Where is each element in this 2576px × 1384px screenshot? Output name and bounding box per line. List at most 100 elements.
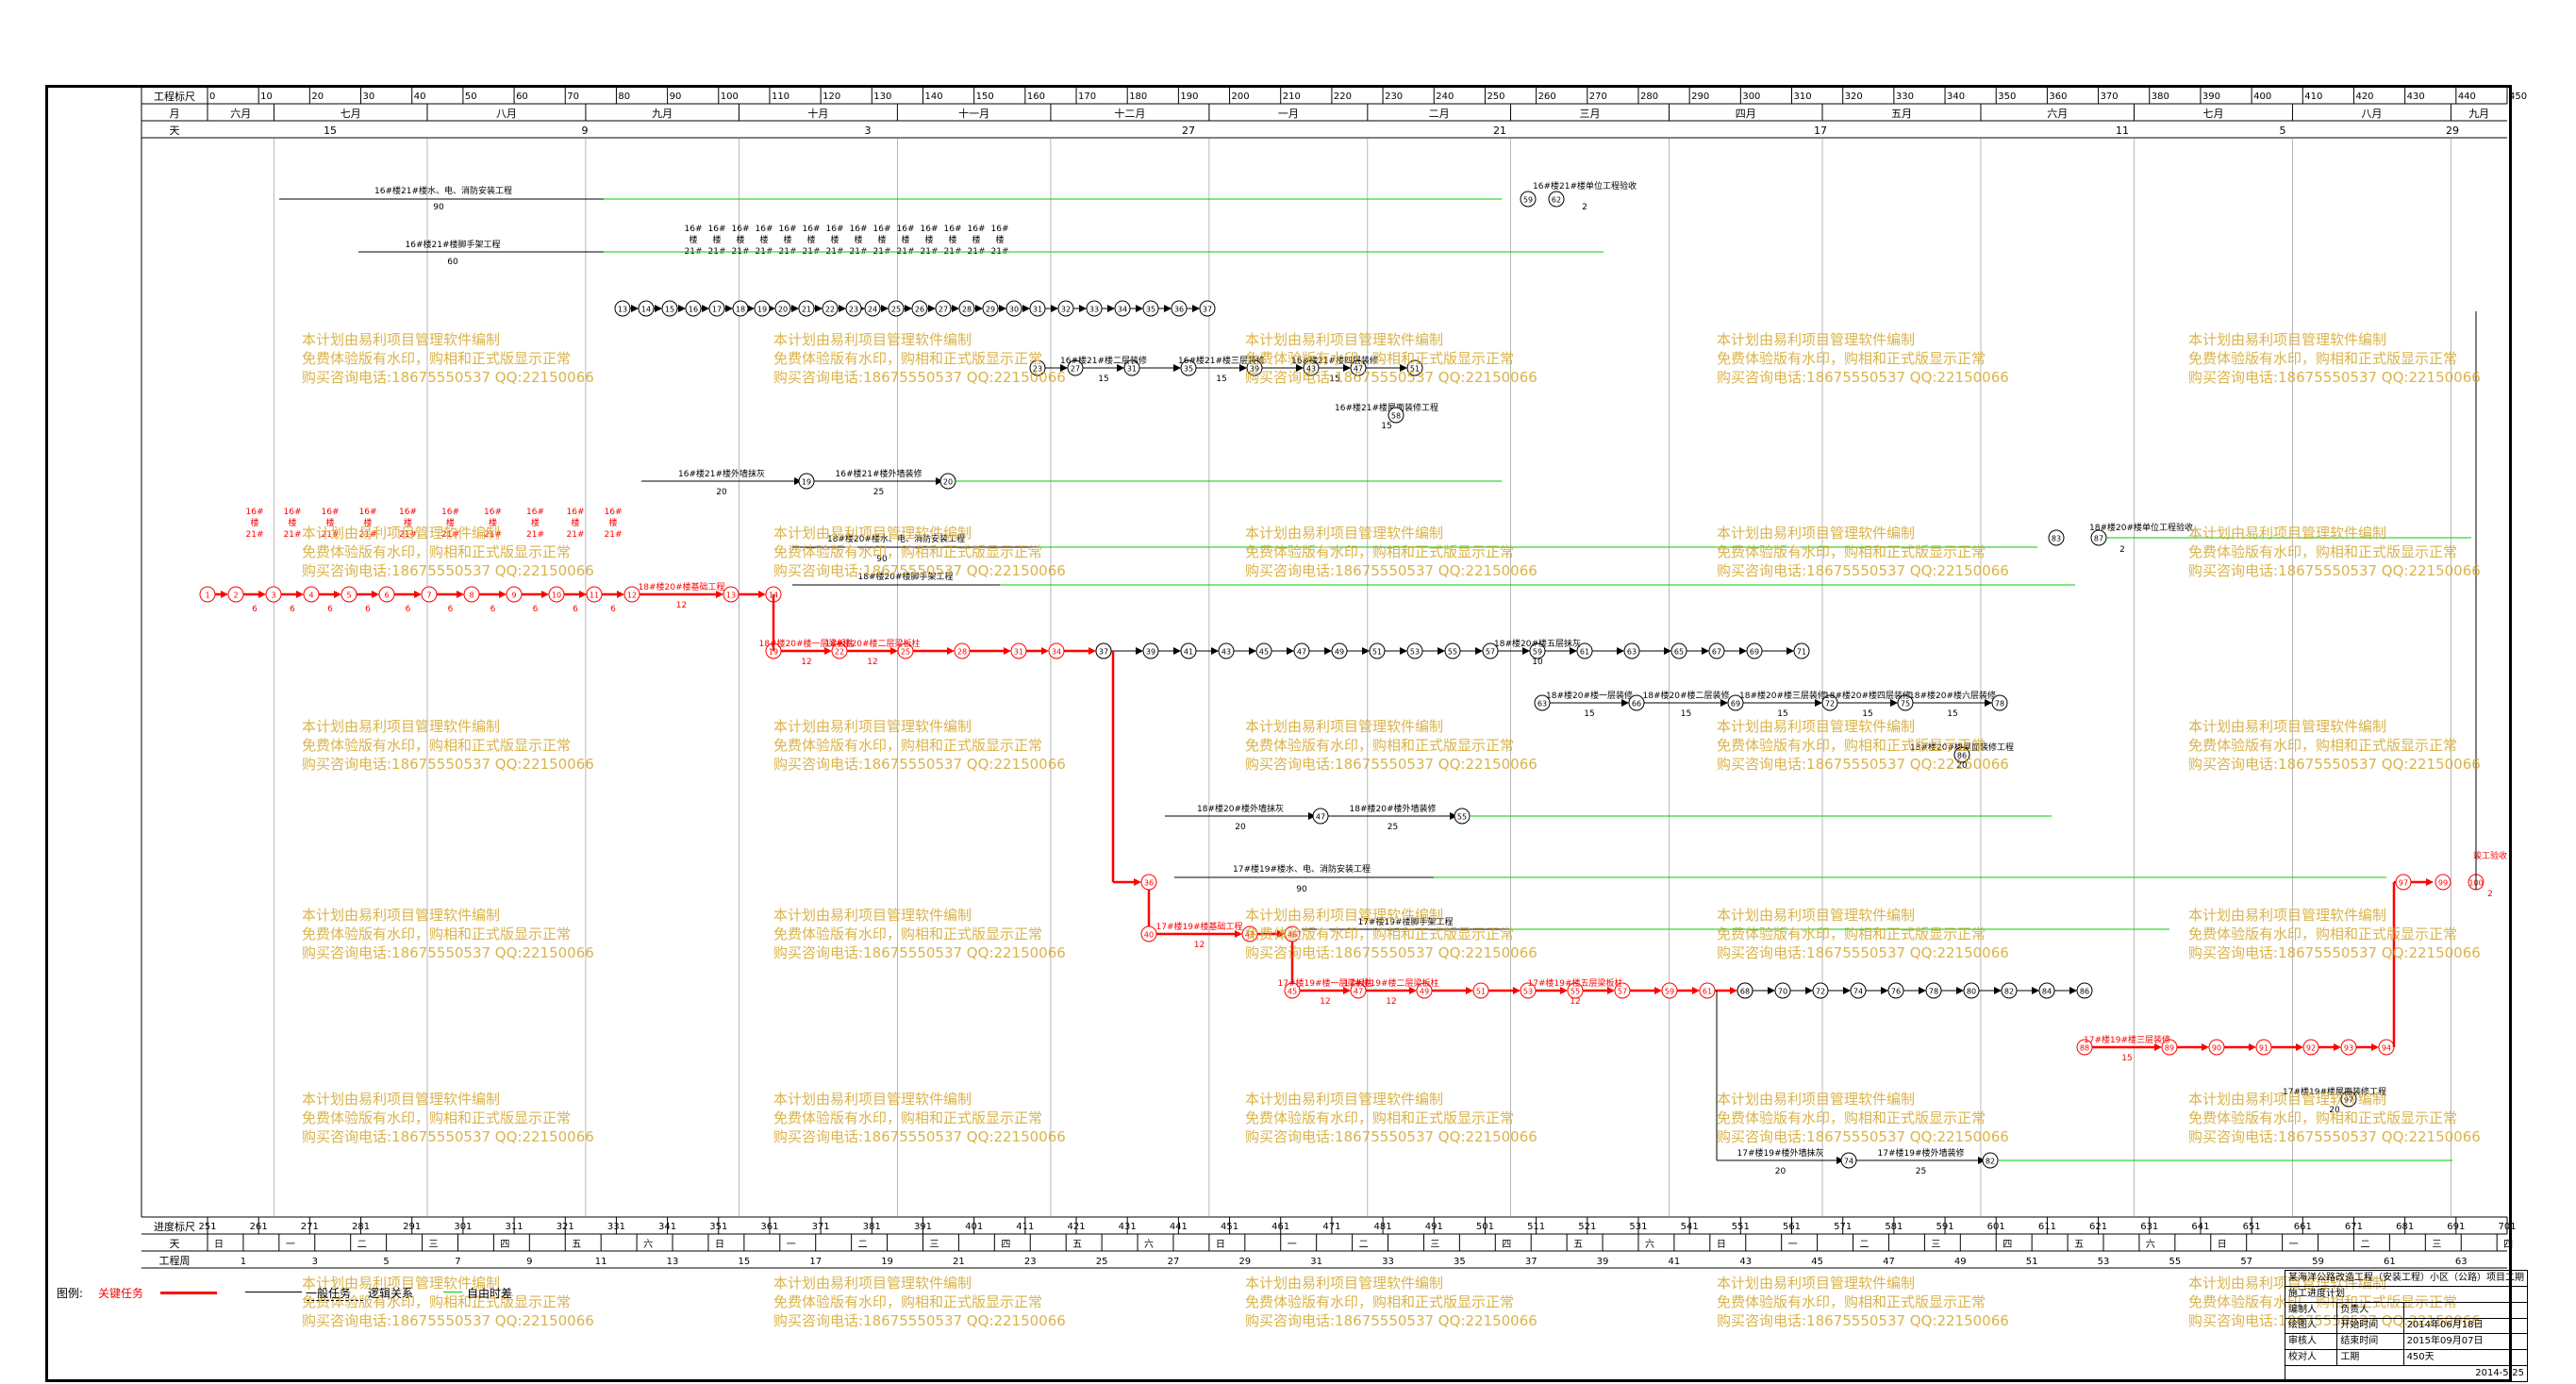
event-node [614, 300, 631, 317]
progress-tick-label: 391 [914, 1222, 932, 1232]
month-label: 七月 [2202, 108, 2223, 120]
event-node [1180, 642, 1197, 659]
watermark-line3: 购买咨询电话:18675550537 QQ:22150066 [302, 562, 594, 579]
watermark-line1: 本计划由易利项目管理软件编制 [1717, 718, 1916, 735]
scale-tick-label: 120 [823, 92, 840, 102]
event-node [732, 300, 749, 317]
week-number-label: 43 [1739, 1257, 1752, 1267]
scale-tick-label: 190 [1180, 92, 1198, 102]
week-number-label: 63 [2455, 1257, 2468, 1267]
watermark-line2: 免费体验版有水印，购相和正式版显示正常 [1717, 925, 1986, 942]
watermark-line3: 购买咨询电话:18675550537 QQ:22150066 [1245, 1312, 1537, 1329]
week-number-label: 45 [1811, 1257, 1823, 1267]
task-arrow-head [1815, 699, 1822, 707]
critical-arrow-head [1277, 930, 1285, 938]
watermark-line3: 购买咨询电话:18675550537 QQ:22150066 [302, 1312, 594, 1329]
task-arrow-head [1239, 364, 1247, 372]
stacked-label: 16# [484, 508, 502, 517]
event-node [2076, 1039, 2093, 1056]
tb-left-3: 校对人 [2284, 1349, 2338, 1367]
progress-tick-label: 411 [1016, 1222, 1034, 1232]
week-number-label: 5 [383, 1257, 389, 1267]
progress-tick-label: 271 [301, 1222, 319, 1232]
progress-tick-label: 381 [863, 1222, 881, 1232]
task-duration: 90 [1296, 885, 1307, 894]
event-node-number: 53 [1523, 988, 1533, 996]
critical-arrow-head [1654, 987, 1662, 994]
stacked-label: 楼 [854, 234, 862, 245]
progress-tick-label: 691 [2447, 1222, 2465, 1232]
watermark-line2: 免费体验版有水印，购相和正式版显示正常 [1717, 1293, 1986, 1310]
progress-row-label: 进度标尺 [154, 1220, 195, 1233]
watermark-line3: 购买咨询电话:18675550537 QQ:22150066 [773, 1312, 1066, 1329]
tb-value-3: 450天 [2402, 1349, 2529, 1367]
watermark-line3: 购买咨询电话:18675550537 QQ:22150066 [1717, 369, 2009, 386]
watermark-line3: 购买咨询电话:18675550537 QQ:22150066 [1245, 944, 1537, 961]
task-label: 18#楼20#楼外墙抹灰 [1197, 803, 1284, 814]
month-label: 二月 [1429, 108, 1450, 120]
watermark-text: 本计划由易利项目管理软件编制免费体验版有水印，购相和正式版显示正常购买咨询电话:… [1245, 524, 1537, 580]
tb-value-1: 2014年06月18日 [2402, 1317, 2529, 1335]
task-duration: 12 [1320, 997, 1330, 1007]
event-node-number: 35 [1146, 306, 1155, 314]
event-node [303, 586, 320, 603]
progress-tick-label: 541 [1681, 1222, 1699, 1232]
scale-tick-label: 180 [1129, 92, 1147, 102]
watermark-text: 本计划由易利项目管理软件编制免费体验版有水印，购相和正式版显示正常购买咨询电话:… [1245, 1274, 1537, 1330]
task-duration: 12 [867, 658, 877, 667]
task-arrow-head [839, 305, 846, 312]
task-label: 16#楼21#楼三层装修 [1178, 355, 1265, 366]
event-node-number: 26 [915, 306, 924, 314]
watermark-line1: 本计划由易利项目管理软件编制 [2188, 718, 2387, 735]
scale-tick-label: 250 [1487, 92, 1504, 102]
event-node-number: 78 [1929, 988, 1938, 996]
event-node [754, 300, 771, 317]
event-node [1140, 925, 1157, 942]
critical-arrow-head [499, 591, 507, 598]
event-node-number: 35 [1184, 365, 1193, 374]
scale-tick-label: 150 [976, 92, 994, 102]
weekday-label: 三 [929, 1240, 939, 1250]
event-node [2255, 1039, 2272, 1056]
stacked-label: 楼 [363, 517, 372, 528]
progress-tick-label: 481 [1374, 1222, 1392, 1232]
task-arrow-head [881, 305, 889, 312]
event-node-number: 83 [2052, 535, 2061, 543]
task-arrow-head [936, 477, 943, 485]
watermark-text: 本计划由易利项目管理软件编制免费体验版有水印，购相和正式版显示正常购买咨询电话:… [1245, 330, 1537, 387]
task-label: 16#楼21#楼水、电、消防安装工程 [374, 185, 512, 196]
title-block: 某海洋公路改造工程（安装工程）小区（公路）项目二期 施工进度计划 编制人负责人 … [2284, 1270, 2529, 1382]
progress-tick-label: 421 [1067, 1222, 1085, 1232]
task-arrow-head [905, 305, 912, 312]
progress-tick-label: 591 [1936, 1222, 1953, 1232]
critical-arrow-head [824, 647, 832, 655]
stacked-label: 楼 [806, 234, 815, 245]
stacked-label: 16# [944, 225, 962, 234]
event-node-number: 19 [802, 478, 811, 487]
event-node-number: 11 [590, 592, 599, 600]
task-duration: 2 [1582, 203, 1587, 212]
event-node-number: 55 [1448, 648, 1457, 657]
event-node-number: 36 [1144, 879, 1154, 888]
watermark-line3: 购买咨询电话:18675550537 QQ:22150066 [2188, 1128, 2481, 1145]
event-node-number: 72 [1825, 700, 1835, 709]
event-node-number: 47 [1354, 988, 1363, 996]
scale-tick-label: 200 [1232, 92, 1250, 102]
scale-tick-label: 450 [2509, 92, 2527, 102]
event-node-number: 31 [1033, 306, 1042, 314]
weekday-label: 三 [1430, 1240, 1439, 1250]
progress-tick-label: 561 [1783, 1222, 1801, 1232]
progress-tick-label: 571 [1834, 1222, 1852, 1232]
task-label: 18#楼20#楼基础工程 [639, 581, 725, 592]
progress-tick-label: 251 [198, 1222, 216, 1232]
watermark-text: 本计划由易利项目管理软件编制免费体验版有水印，购相和正式版显示正常购买咨询电话:… [2188, 330, 2481, 387]
event-node-number: 23 [849, 306, 858, 314]
event-node [911, 300, 928, 317]
event-node-number: 37 [1099, 648, 1108, 657]
month-label: 九月 [2468, 108, 2489, 120]
stacked-label: 21# [322, 530, 340, 540]
watermark-line2: 免费体验版有水印，购相和正式版显示正常 [1245, 737, 1515, 754]
watermark-line2: 免费体验版有水印，购相和正式版显示正常 [1245, 543, 1515, 560]
day-count-label: 15 [324, 125, 337, 137]
week-number-label: 9 [526, 1257, 532, 1267]
